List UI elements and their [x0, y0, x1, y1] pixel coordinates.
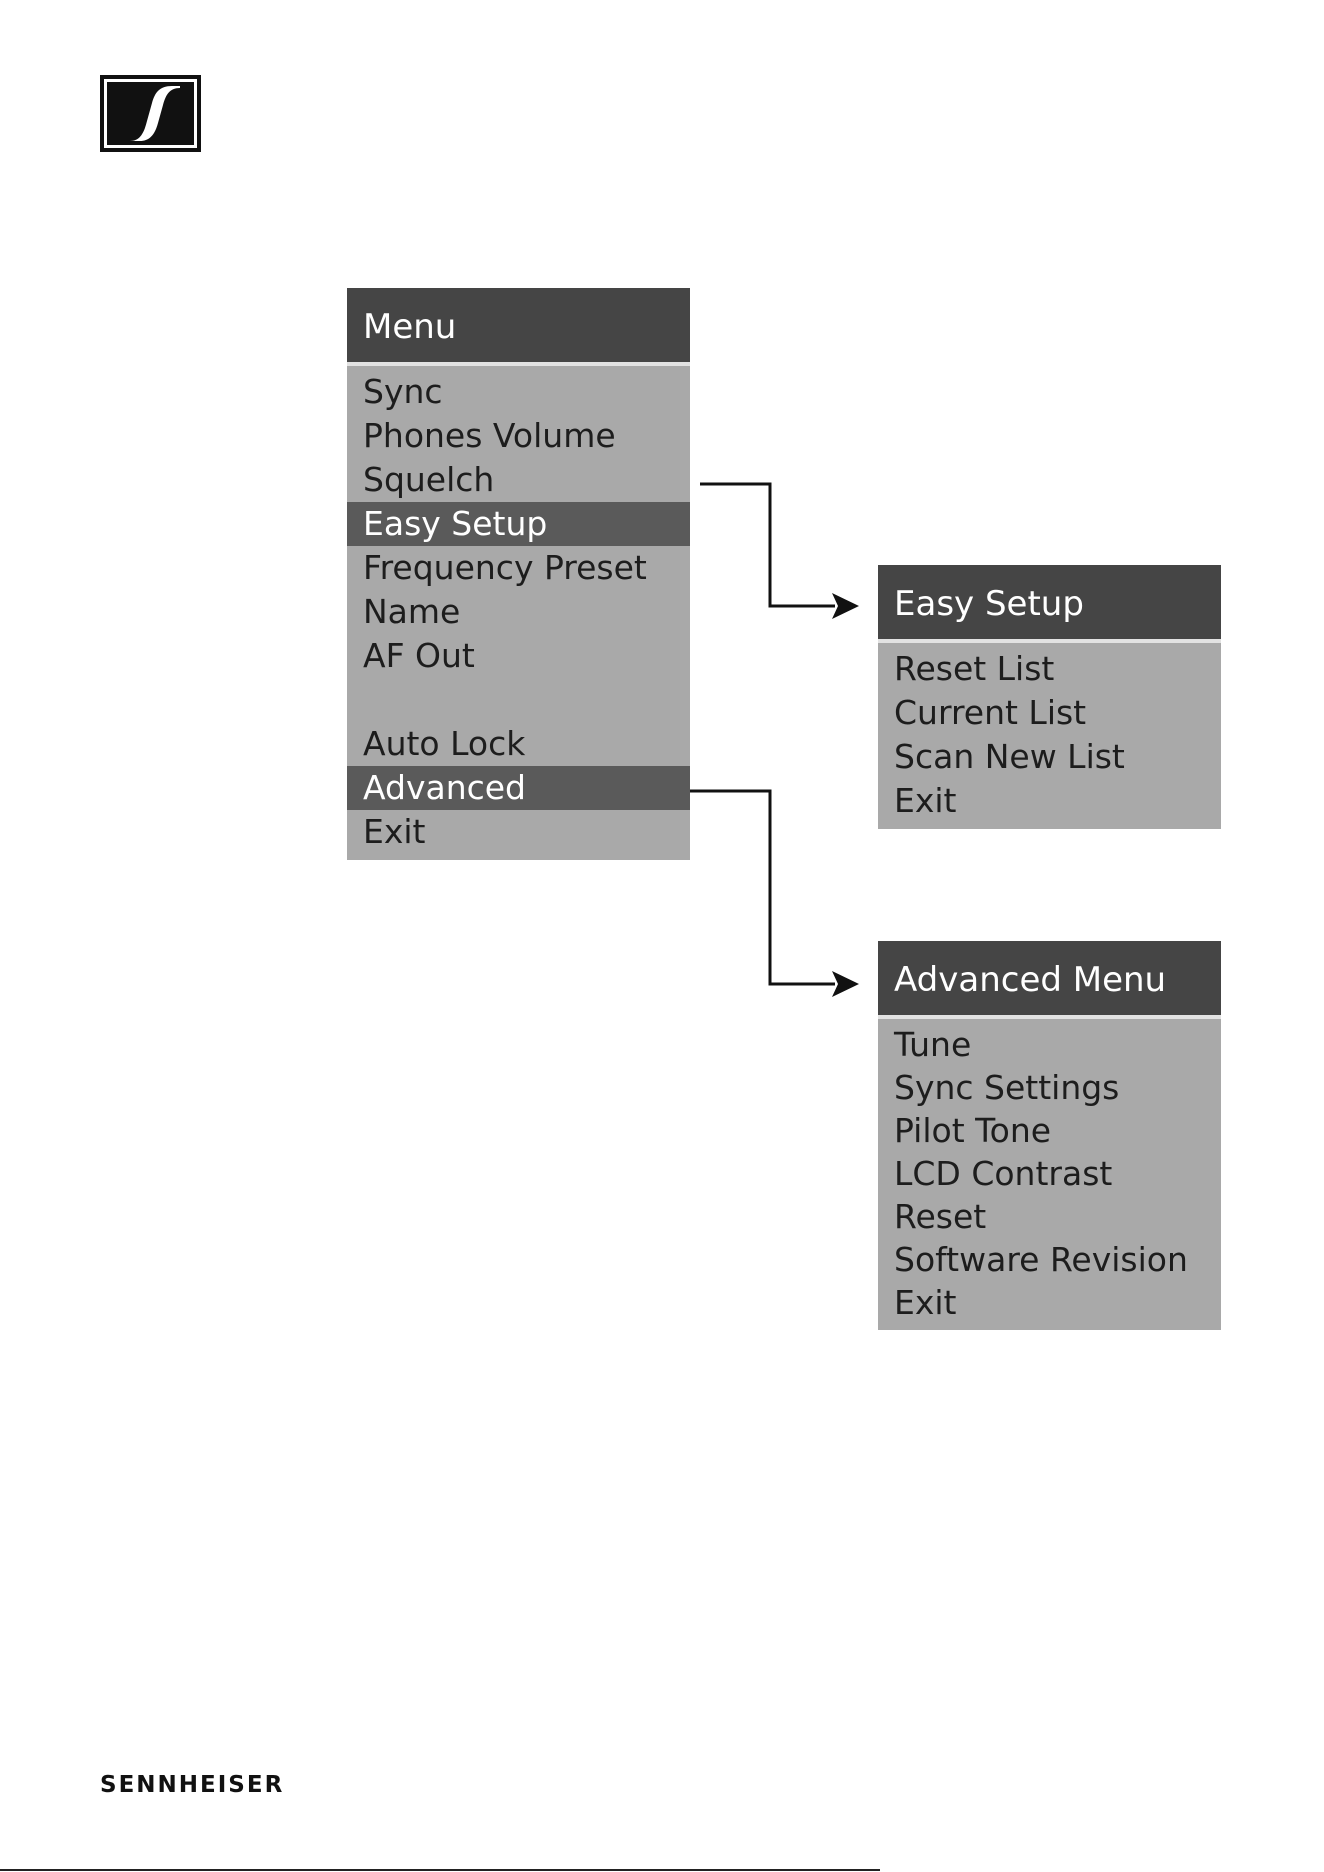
menu-item-squelch[interactable]: Squelch	[347, 458, 690, 502]
menu-item-exit[interactable]: Exit	[878, 1281, 1221, 1324]
menu-item-tune[interactable]: Tune	[878, 1023, 1221, 1066]
easy-setup-menu-panel: Easy Setup Reset List Current List Scan …	[878, 565, 1221, 829]
menu-item-name[interactable]: Name	[347, 590, 690, 634]
menu-item-easy-setup[interactable]: Easy Setup	[347, 502, 690, 546]
main-menu-title: Menu	[347, 288, 690, 366]
arrow-head-icon	[832, 971, 859, 997]
brand-wordmark: SENNHEISER	[100, 1772, 284, 1798]
menu-item-advanced[interactable]: Advanced	[347, 766, 690, 810]
menu-item-scan-new-list[interactable]: Scan New List	[878, 735, 1221, 779]
menu-padding	[878, 823, 1221, 829]
menu-item-sync[interactable]: Sync	[347, 370, 690, 414]
footer-divider	[0, 1869, 880, 1871]
menu-item-sync-settings[interactable]: Sync Settings	[878, 1066, 1221, 1109]
menu-padding	[347, 854, 690, 860]
menu-padding	[878, 1324, 1221, 1330]
sennheiser-logo-icon	[100, 75, 201, 152]
easy-setup-menu-title: Easy Setup	[878, 565, 1221, 643]
menu-item-pilot-tone[interactable]: Pilot Tone	[878, 1109, 1221, 1152]
main-menu-panel: Menu Sync Phones Volume Squelch Easy Set…	[347, 288, 690, 860]
menu-item-reset-list[interactable]: Reset List	[878, 647, 1221, 691]
menu-item-frequency-preset[interactable]: Frequency Preset	[347, 546, 690, 590]
connector-easy-setup	[700, 484, 835, 606]
connector-advanced	[690, 791, 835, 984]
advanced-menu-title: Advanced Menu	[878, 941, 1221, 1019]
menu-item-exit[interactable]: Exit	[878, 779, 1221, 823]
arrow-head-icon	[832, 593, 859, 619]
menu-item-software-revision[interactable]: Software Revision	[878, 1238, 1221, 1281]
menu-item-blank	[347, 678, 690, 722]
menu-item-lcd-contrast[interactable]: LCD Contrast	[878, 1152, 1221, 1195]
menu-item-phones-volume[interactable]: Phones Volume	[347, 414, 690, 458]
menu-item-auto-lock[interactable]: Auto Lock	[347, 722, 690, 766]
menu-item-exit[interactable]: Exit	[347, 810, 690, 854]
advanced-menu-panel: Advanced Menu Tune Sync Settings Pilot T…	[878, 941, 1221, 1330]
menu-item-current-list[interactable]: Current List	[878, 691, 1221, 735]
menu-item-reset[interactable]: Reset	[878, 1195, 1221, 1238]
menu-item-af-out[interactable]: AF Out	[347, 634, 690, 678]
